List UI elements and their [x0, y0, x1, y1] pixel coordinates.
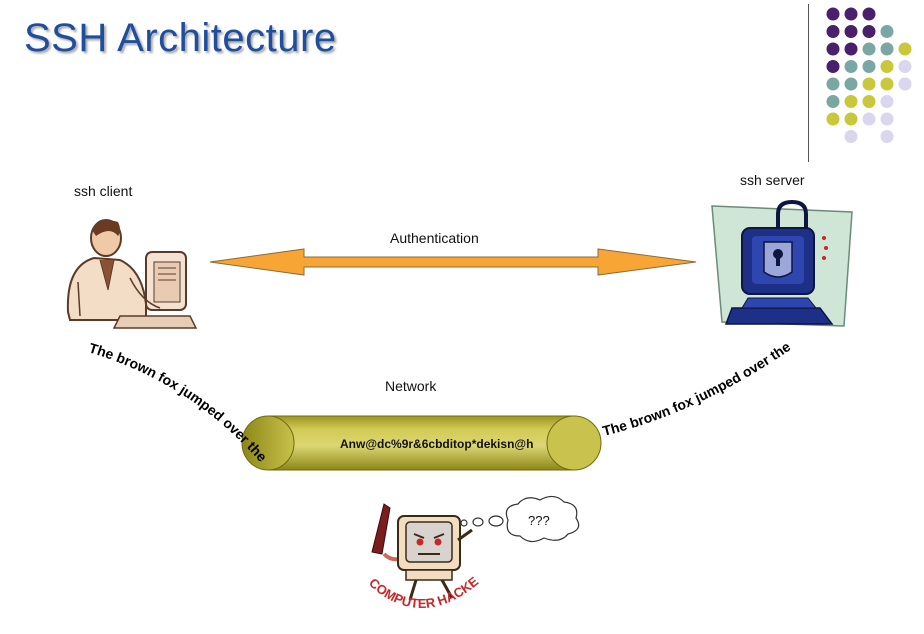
- decorative-dot: [862, 95, 876, 108]
- thought-bubble: [460, 495, 580, 543]
- client-plaintext-curve: The brown fox jumped over the cow: [0, 0, 270, 465]
- decorative-dot-grid: [826, 7, 912, 143]
- decorative-dot: [862, 60, 876, 73]
- thought-text: ???: [528, 513, 550, 528]
- network-label: Network: [385, 378, 437, 394]
- decorative-dot: [898, 60, 912, 73]
- network-tube: [241, 415, 602, 471]
- decorative-dot: [844, 95, 858, 108]
- decorative-dot: [862, 112, 876, 126]
- decorative-dot: [844, 60, 858, 73]
- decorative-dot: [826, 42, 840, 56]
- ciphertext: Anw@dc%9r&6cbditop*dekisn@h: [340, 437, 533, 451]
- decorative-dot: [826, 95, 840, 108]
- decorative-dot: [844, 77, 858, 91]
- decorative-dot: [880, 95, 894, 108]
- decorative-dot: [862, 77, 876, 91]
- divider-line: [808, 4, 809, 162]
- locked-computer-icon: [711, 199, 853, 327]
- decorative-dot: [826, 25, 840, 38]
- authentication-label: Authentication: [390, 230, 479, 246]
- computer-hacker-icon: [371, 503, 473, 601]
- decorative-dot: [826, 77, 840, 91]
- decorative-dot: [880, 42, 894, 56]
- person-at-computer-icon: [66, 219, 198, 329]
- ssh-server-label: ssh server: [740, 172, 805, 188]
- ssh-client-label: ssh client: [74, 183, 133, 199]
- client-plaintext: The brown fox jumped over the cow: [0, 0, 270, 465]
- decorative-dot: [880, 77, 894, 91]
- decorative-dot: [844, 25, 858, 38]
- slide-title: SSH Architecture: [24, 16, 337, 60]
- decorative-dot: [844, 7, 858, 21]
- authentication-arrow: [209, 248, 697, 276]
- decorative-dot: [880, 112, 894, 126]
- server-plaintext: The brown fox jumped over the cow: [0, 0, 793, 439]
- decorative-dot: [844, 130, 858, 143]
- decorative-dot: [826, 112, 840, 126]
- decorative-dot: [898, 42, 912, 56]
- decorative-dot: [844, 112, 858, 126]
- decorative-dot: [880, 25, 894, 38]
- decorative-dot: [862, 25, 876, 38]
- decorative-dot: [862, 42, 876, 56]
- decorative-dot: [844, 42, 858, 56]
- server-plaintext-curve: The brown fox jumped over the cow: [0, 0, 793, 439]
- decorative-dot: [826, 7, 840, 21]
- decorative-dot: [880, 60, 894, 73]
- decorative-dot: [898, 77, 912, 91]
- decorative-dot: [862, 7, 876, 21]
- decorative-dot: [880, 130, 894, 143]
- decorative-dot: [826, 60, 840, 73]
